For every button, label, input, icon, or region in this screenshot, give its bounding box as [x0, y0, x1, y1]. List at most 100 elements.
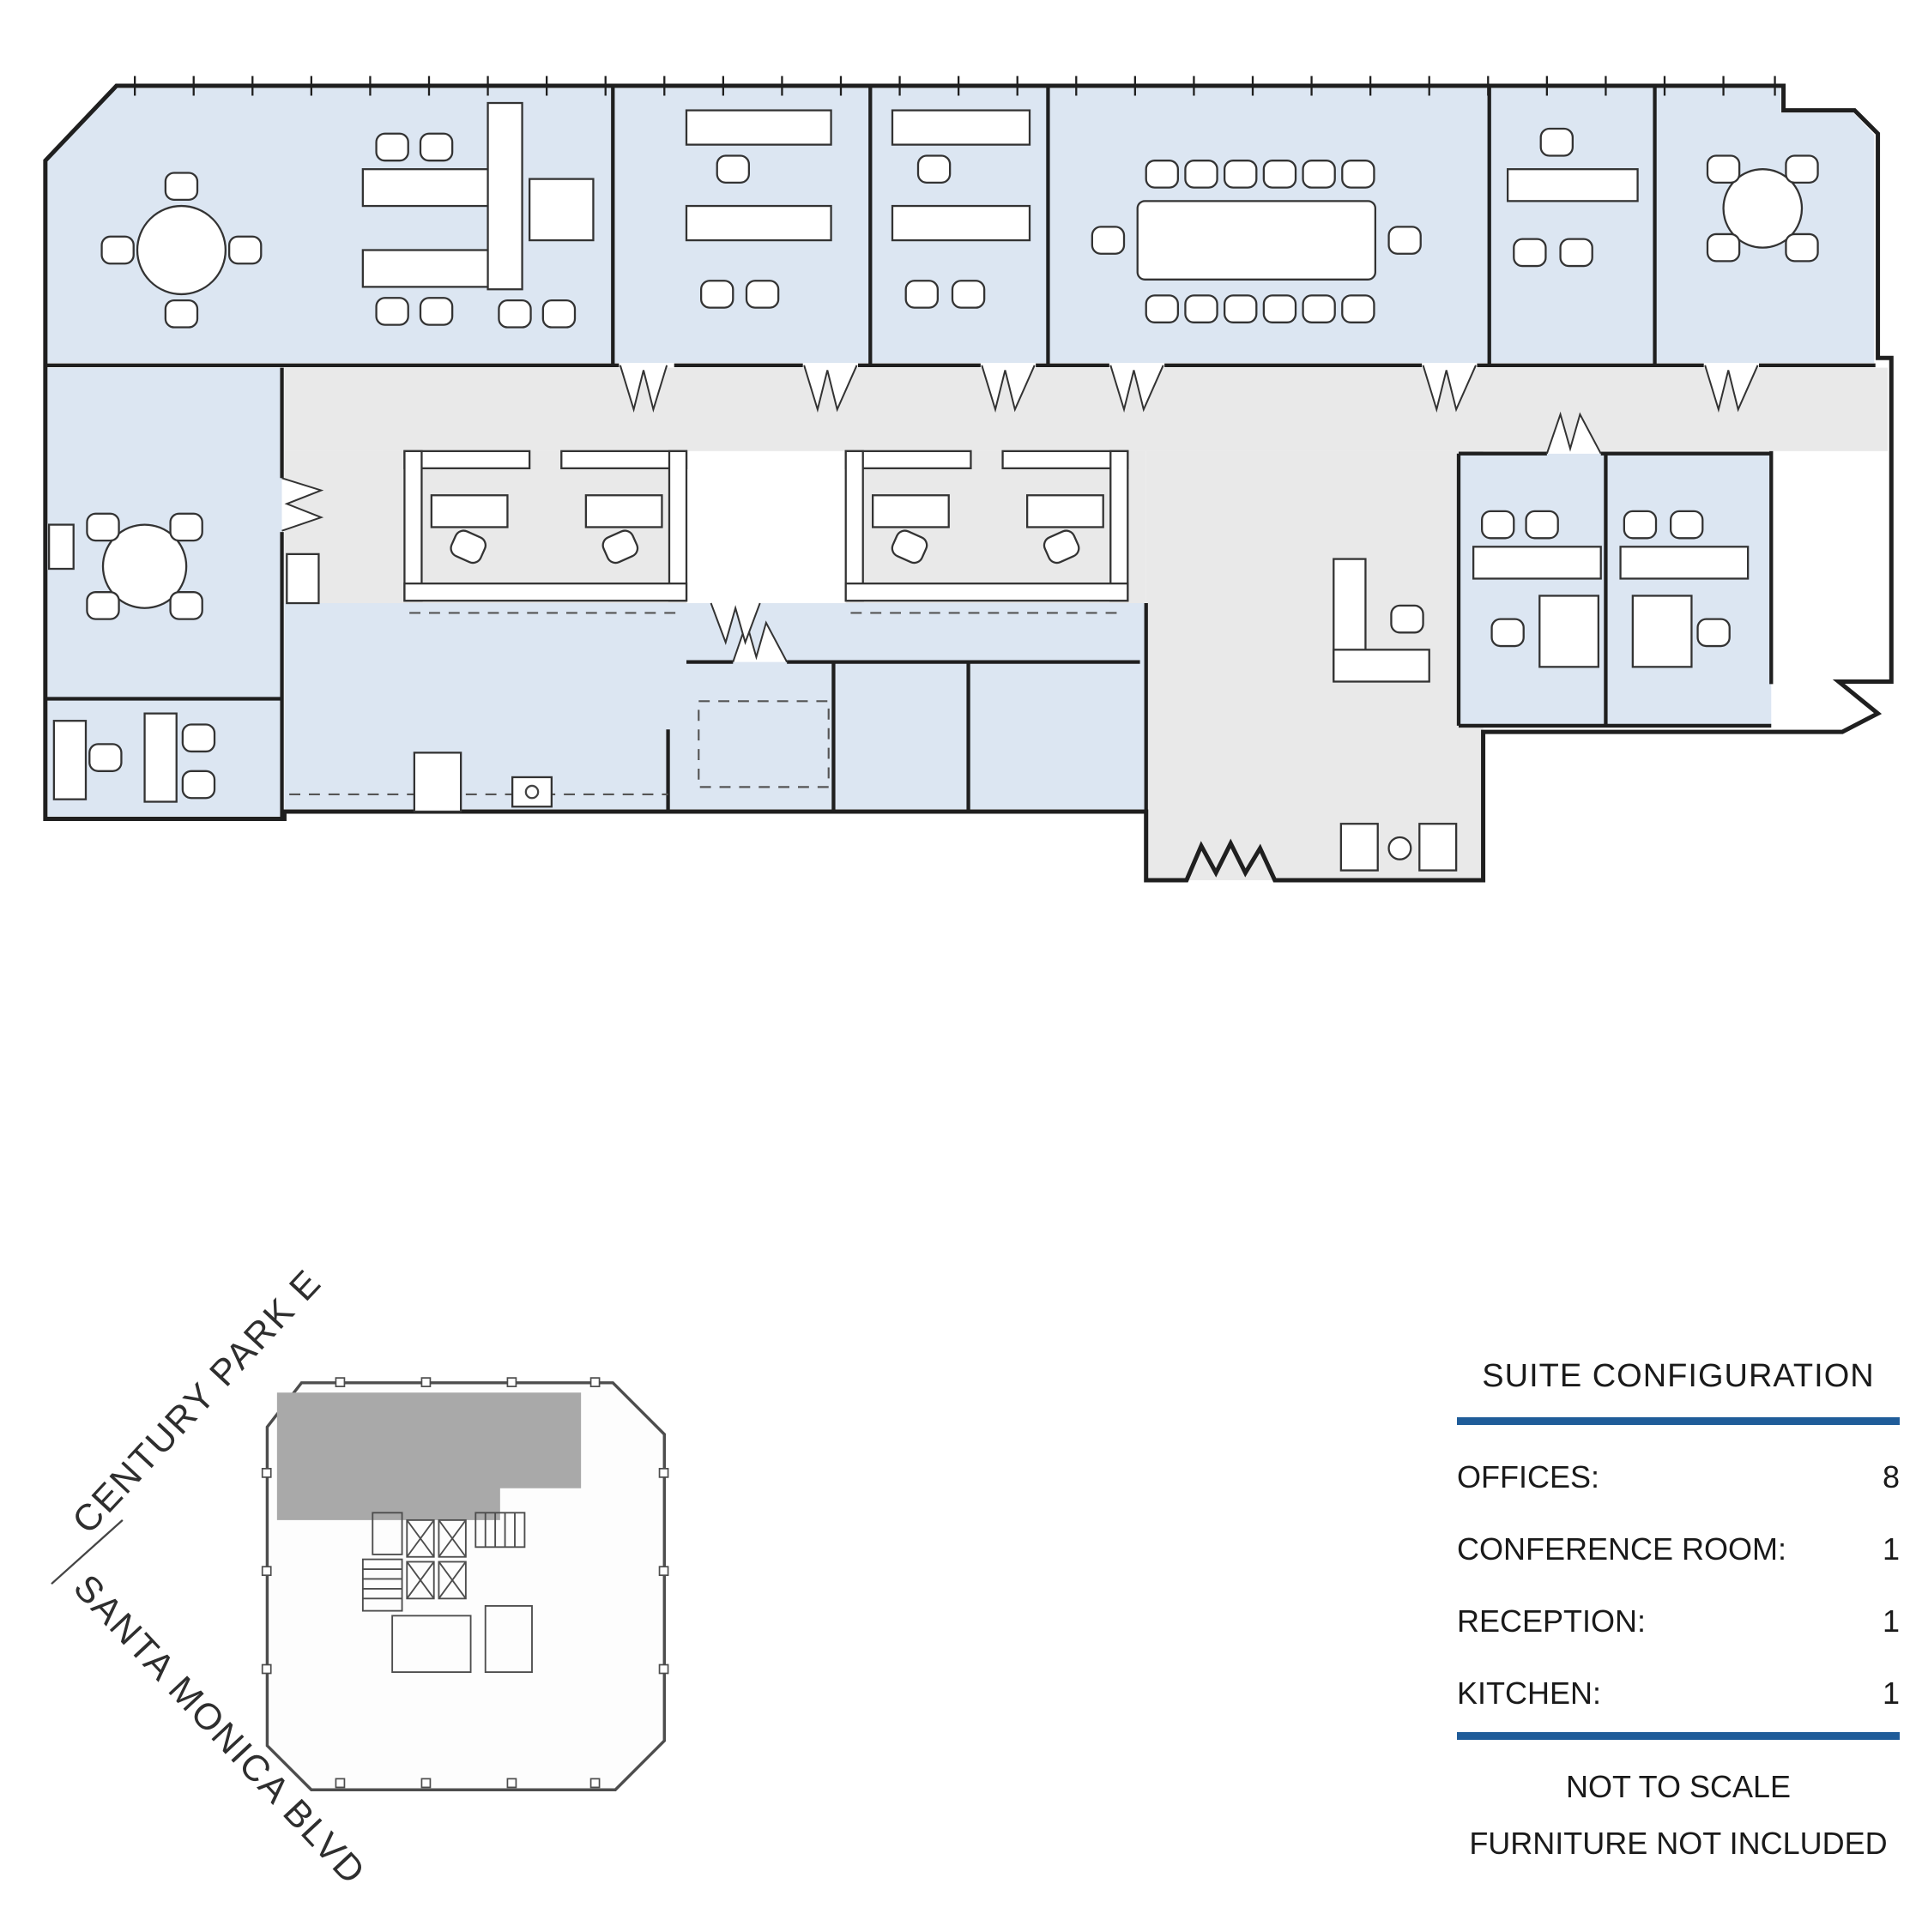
- sink-basin: [524, 784, 540, 800]
- desk: [1619, 546, 1750, 580]
- common-areas-fill: [284, 367, 1888, 880]
- legend-row-value: 1: [1882, 1603, 1900, 1639]
- workstation-bay-2: [844, 450, 1129, 614]
- legend-row-label: CONFERENCE ROOM:: [1457, 1531, 1787, 1567]
- right-office-b-furniture: [1619, 510, 1750, 668]
- office-2-furniture: [685, 109, 832, 309]
- desk: [1026, 494, 1104, 528]
- legend-row-value: 8: [1882, 1459, 1900, 1494]
- reception-area: [1145, 450, 1484, 880]
- round-side-table: [1387, 836, 1412, 860]
- round-table: [136, 204, 227, 296]
- legend-row-label: OFFICES:: [1457, 1459, 1600, 1494]
- chair-icon: [1525, 510, 1559, 540]
- partition: [668, 450, 688, 602]
- chair-icon: [1262, 160, 1297, 189]
- chair-icon: [181, 770, 216, 800]
- legend-row-value: 1: [1882, 1675, 1900, 1711]
- legend-divider-bottom: [1457, 1732, 1900, 1740]
- office-3-furniture: [891, 109, 1031, 309]
- left-meeting-room-furniture: [48, 512, 203, 620]
- chair-icon: [1341, 294, 1375, 323]
- interior-walls: [45, 86, 1876, 819]
- legend-row-value: 1: [1882, 1531, 1900, 1567]
- chair-icon: [375, 297, 409, 326]
- office-4-furniture: [1507, 127, 1639, 268]
- door-icon: [803, 365, 858, 414]
- desk: [1507, 168, 1639, 202]
- chair-icon: [375, 132, 409, 162]
- chair-icon: [904, 280, 940, 309]
- kitchen-band: [284, 603, 1146, 810]
- door-icon: [710, 602, 761, 645]
- legend-row-label: KITCHEN:: [1457, 1675, 1602, 1711]
- chair-icon: [1223, 294, 1258, 323]
- partition: [844, 450, 864, 602]
- desk: [1538, 595, 1599, 668]
- corner-office-right-furniture: [1706, 154, 1819, 263]
- door-icon: [281, 477, 324, 532]
- chair-icon: [1623, 510, 1658, 540]
- desk: [143, 712, 178, 803]
- chair-icon: [498, 299, 532, 329]
- chair-icon: [541, 299, 577, 329]
- counter: [403, 583, 688, 602]
- chair-icon: [1145, 160, 1180, 189]
- key-plan-edge-ticks: [261, 1377, 669, 1789]
- legend-note: NOT TO SCALE: [1565, 1769, 1792, 1804]
- partition: [487, 101, 523, 291]
- key-plan-core: [361, 1512, 533, 1673]
- desk: [361, 168, 494, 208]
- cabinet: [48, 523, 75, 571]
- desk: [872, 494, 950, 528]
- key-plan-suite-shade: [276, 1392, 582, 1520]
- chair-icon: [716, 154, 751, 184]
- chair-icon: [1785, 154, 1819, 184]
- chair-icon: [1145, 294, 1180, 323]
- chair-icon: [1669, 510, 1704, 540]
- chair-icon: [699, 280, 734, 309]
- legend-row-kitchen: KITCHEN: 1: [1457, 1675, 1900, 1712]
- reception-desk-return: [1333, 649, 1430, 683]
- chair-icon: [419, 132, 454, 162]
- chair-icon: [1490, 618, 1525, 648]
- right-office-a-furniture: [1472, 510, 1602, 668]
- chair-icon: [1539, 127, 1574, 157]
- chair-icon: [1390, 604, 1424, 634]
- partition: [1109, 450, 1129, 602]
- door-icon: [1545, 411, 1602, 455]
- side-table: [1339, 823, 1379, 872]
- chair-icon: [1223, 160, 1258, 189]
- chair-icon: [1706, 232, 1741, 263]
- chair-icon: [745, 280, 780, 309]
- suite-outline: [43, 83, 1894, 883]
- key-plan: [261, 1377, 669, 1791]
- reception-furniture: [1333, 558, 1458, 872]
- corridor-area: [284, 367, 1888, 451]
- partition: [403, 450, 531, 469]
- desk: [430, 494, 509, 528]
- legend-row-conference: CONFERENCE ROOM: 1: [1457, 1531, 1900, 1567]
- door-icon: [1422, 365, 1477, 414]
- chair-icon: [169, 591, 203, 620]
- corner-office-furniture: [100, 101, 595, 329]
- counter: [844, 583, 1129, 602]
- interior-room: [686, 450, 846, 604]
- desk: [52, 720, 88, 800]
- legend-row-label: RECEPTION:: [1457, 1603, 1647, 1639]
- desk: [584, 494, 663, 528]
- partition: [844, 450, 972, 469]
- street-corner-line: [51, 1519, 124, 1585]
- round-table: [101, 523, 188, 609]
- door-icon: [1704, 365, 1759, 414]
- chair-icon: [1696, 618, 1731, 648]
- desk: [891, 204, 1031, 242]
- suite-configuration-panel: SUITE CONFIGURATION OFFICES: 8 CONFERENC…: [1457, 1357, 1900, 1862]
- chair-icon: [1559, 238, 1593, 268]
- partition: [560, 450, 688, 469]
- desk: [685, 204, 832, 242]
- conference-table: [1136, 200, 1376, 281]
- chair-icon: [164, 299, 199, 329]
- chair-icon: [1785, 232, 1819, 263]
- chair-icon: [181, 723, 216, 753]
